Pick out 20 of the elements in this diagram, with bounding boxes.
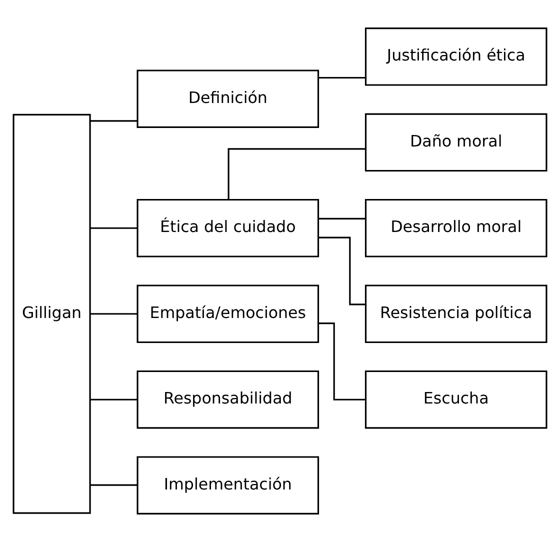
- connector: [228, 148, 366, 200]
- connector: [318, 217, 366, 219]
- connector: [90, 312, 138, 314]
- node-box: Escucha: [364, 370, 548, 428]
- node-box: Daño moral: [364, 112, 548, 172]
- node-box: Definición: [136, 69, 320, 128]
- connector: [90, 226, 138, 228]
- connector: [90, 398, 138, 400]
- node-box: Empatía/emociones: [136, 284, 320, 343]
- node-box: Ética del cuidado: [136, 198, 320, 257]
- node-box: Desarrollo moral: [364, 198, 548, 257]
- node-box: Responsabilidad: [136, 370, 320, 428]
- connector: [318, 322, 366, 400]
- node-box: Implementación: [136, 456, 320, 514]
- node-box: Justificación ética: [364, 26, 548, 86]
- connector: [90, 484, 138, 486]
- connector: [318, 76, 366, 78]
- connector: [90, 120, 138, 122]
- node-box: Resistencia política: [364, 284, 548, 343]
- node-box: Gilligan: [12, 113, 91, 514]
